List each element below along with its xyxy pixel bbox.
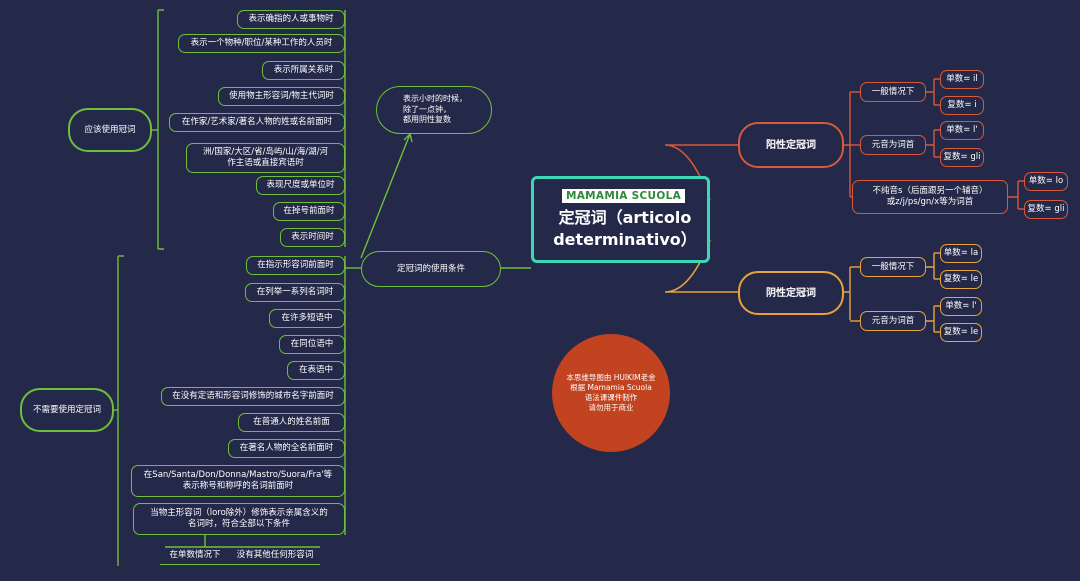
should-use-item[interactable]: 表现尺度或单位时 xyxy=(256,176,345,195)
hour-note-bubble[interactable]: 表示小时的时候， 除了一点钟， 都用阴性复数 xyxy=(376,86,492,134)
should-use-item[interactable]: 在作家/艺术家/著名人物的姓或名前面时 xyxy=(169,113,345,132)
should-use-item[interactable]: 表示所属关系时 xyxy=(262,61,345,80)
feminine-article-form[interactable]: 复数= le xyxy=(940,323,982,342)
should-use-item[interactable]: 表示确指的人或事物时 xyxy=(237,10,345,29)
feminine-article-node[interactable]: 阴性定冠词 xyxy=(738,271,844,315)
should-use-item[interactable]: 洲/国家/大区/省/岛屿/山/海/湖/河 作主语或直接宾语时 xyxy=(186,143,345,173)
should-use-item[interactable]: 表示一个物种/职位/某种工作的人员时 xyxy=(178,34,345,53)
connector-line xyxy=(403,132,413,143)
feminine-article-form[interactable]: 单数= la xyxy=(940,244,982,263)
connector-line xyxy=(844,267,851,320)
connector-line xyxy=(926,253,935,279)
no-use-item[interactable]: 在著名人物的全名前面时 xyxy=(228,439,345,458)
mamamia-scuola-logo: MAMAMIA SCUOLA xyxy=(562,188,686,203)
no-use-item[interactable]: 在没有定语和形容词修饰的城市名字前面时 xyxy=(161,387,345,406)
no-use-item[interactable]: 在列举一系列名词时 xyxy=(245,283,345,302)
should-use-item[interactable]: 使用物主形容词/物主代词时 xyxy=(218,87,345,106)
no-article-needed-node[interactable]: 不需要使用定冠词 xyxy=(20,388,114,432)
masculine-article-node[interactable]: 阳性定冠词 xyxy=(738,122,844,168)
connector-line xyxy=(360,133,411,259)
masculine-article-form[interactable]: 复数= gli xyxy=(1024,200,1068,219)
usage-conditions-node[interactable]: 定冠词的使用条件 xyxy=(361,251,501,287)
no-use-item[interactable]: 在San/Santa/Don/Donna/Mastro/Suora/Fra'等 … xyxy=(131,465,345,497)
masculine-article-form[interactable]: 复数= i xyxy=(940,96,984,115)
should-use-articles-node[interactable]: 应该使用冠词 xyxy=(68,108,152,152)
no-use-item[interactable]: 在指示形容词前面时 xyxy=(246,256,345,275)
connector-line xyxy=(926,79,935,105)
feminine-group-label[interactable]: 元音为词首 xyxy=(860,311,926,331)
no-use-item[interactable]: 在表语中 xyxy=(287,361,345,380)
masculine-article-form[interactable]: 单数= il xyxy=(940,70,984,89)
should-use-item[interactable]: 表示时间时 xyxy=(280,228,345,247)
connector-line xyxy=(165,535,320,548)
connector-line xyxy=(158,9,164,250)
no-use-item[interactable]: 在同位语中 xyxy=(279,335,345,354)
condition-no-other-adjective[interactable]: 没有其他任何形容词 xyxy=(230,547,320,565)
masculine-article-form[interactable]: 单数= l' xyxy=(940,121,984,140)
feminine-article-form[interactable]: 复数= le xyxy=(940,270,982,289)
central-topic-title: 定冠词（articolo determinativo） xyxy=(553,207,697,249)
feminine-article-form[interactable]: 单数= l' xyxy=(940,297,982,316)
no-use-item[interactable]: 在许多短语中 xyxy=(269,309,345,328)
masculine-article-form[interactable]: 复数= gli xyxy=(940,148,984,167)
connector-line xyxy=(844,92,851,197)
no-use-item[interactable]: 当物主形容词（loro除外）修饰表示亲属含义的 名词时，符合全部以下条件 xyxy=(133,503,345,535)
connector-line xyxy=(926,130,935,157)
connector-line xyxy=(926,306,935,332)
feminine-group-label[interactable]: 一般情况下 xyxy=(860,257,926,277)
connector-line xyxy=(1008,181,1019,209)
masculine-group-label[interactable]: 元音为词首 xyxy=(860,135,926,155)
no-use-item[interactable]: 在普通人的姓名前面 xyxy=(238,413,345,432)
central-topic[interactable]: MAMAMIA SCUOLA 定冠词（articolo determinativ… xyxy=(531,176,710,263)
should-use-item[interactable]: 在掉号前面时 xyxy=(273,202,345,221)
author-note-bubble: 本思维导图由 HUIKIM老金 根据 Mamamia Scuola 语法课课件制… xyxy=(552,334,670,452)
condition-singular[interactable]: 在单数情况下 xyxy=(160,547,230,565)
masculine-group-label[interactable]: 不纯音s（后面跟另一个辅音） 或z/j/ps/gn/x等为词首 xyxy=(852,180,1008,214)
masculine-article-form[interactable]: 单数= lo xyxy=(1024,172,1068,191)
masculine-group-label[interactable]: 一般情况下 xyxy=(860,82,926,102)
